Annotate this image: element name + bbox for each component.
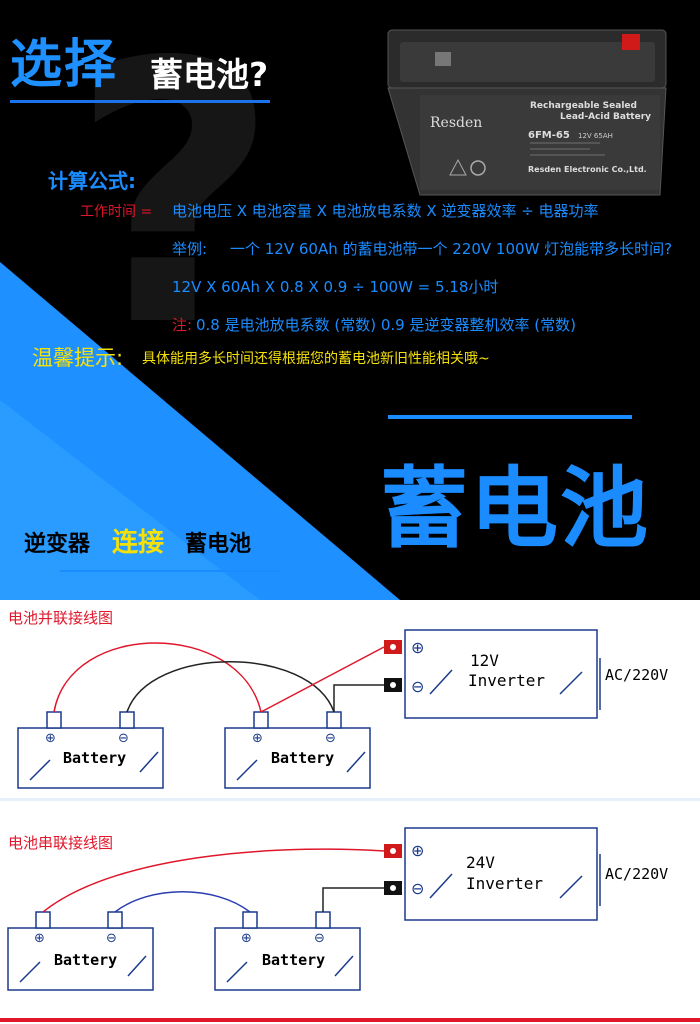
parallel-inverter-plus-icon: ⊕ <box>411 638 424 657</box>
battery-company: Resden Electronic Co.,Ltd. <box>528 165 647 174</box>
work-time-label: 工作时间 = <box>80 204 153 220</box>
series-diagram: ⊕ ⊖ 24V Inverter AC/220V ⊕ ⊖ Battery ⊕ ⊖… <box>7 827 668 991</box>
connect-battery-text: 蓄电池 <box>185 532 252 557</box>
formula-heading: 计算公式: <box>48 169 136 193</box>
battery-brand: Resden <box>430 115 482 131</box>
parallel-battery-right-label: Battery <box>271 749 334 767</box>
parallel-diagram-title: 电池并联接线图 <box>8 609 114 627</box>
svg-text:⊖: ⊖ <box>314 931 325 946</box>
series-battery-left-label: Battery <box>54 951 117 969</box>
svg-text:⊖: ⊖ <box>118 731 129 746</box>
recycle-icon <box>470 160 486 176</box>
svg-text:?: ? <box>70 0 279 405</box>
series-blue-wire <box>114 891 251 913</box>
parallel-black-wire-loop <box>126 661 335 713</box>
series-black-wire <box>322 887 384 912</box>
series-inverter-plus-icon: ⊕ <box>411 841 424 860</box>
svg-text:⊕: ⊕ <box>252 731 263 746</box>
parallel-diagram: ⊕ ⊖ 12V Inverter AC/220V ⊕ ⊖ Battery ⊕ ⊖… <box>17 629 668 789</box>
diagram-divider <box>0 798 700 801</box>
example-text: 一个 12V 60Ah 的蓄电池带一个 220V 100W 灯泡能带多长时间? <box>230 240 673 258</box>
series-diagram-title: 电池串联接线图 <box>8 834 114 852</box>
banner-graphics: ? Resden Rechargeable Sealed Lead-Acid B… <box>0 0 667 600</box>
svg-text:⊕: ⊕ <box>45 731 56 746</box>
formula-expression: 电池电压 X 电池容量 X 电池放电系数 X 逆变器效率 ÷ 电器功率 <box>172 202 599 220</box>
battery-photo: Resden Rechargeable Sealed Lead-Acid Bat… <box>387 29 667 196</box>
title-underline <box>10 100 270 103</box>
example-label: 举例: <box>172 240 208 258</box>
note-text: 0.8 是电池放电系数 (常数) 0.9 是逆变器整机效率 (常数) <box>196 316 576 334</box>
svg-text:⊕: ⊕ <box>241 931 252 946</box>
connect-underline <box>60 570 280 572</box>
series-inverter-minus-icon: ⊖ <box>411 879 424 898</box>
svg-text:⊖: ⊖ <box>325 731 336 746</box>
parallel-battery-left-label: Battery <box>63 749 126 767</box>
parallel-inverter-label: Inverter <box>468 671 545 690</box>
series-inverter-label: Inverter <box>466 874 543 893</box>
parallel-inverter-box <box>404 629 598 719</box>
battery-type-2: Lead-Acid Battery <box>560 112 651 122</box>
battery-spec: 12V 65AH <box>578 132 613 140</box>
parallel-output-label: AC/220V <box>605 666 668 684</box>
series-battery-right <box>214 927 361 991</box>
battery-type-1: Rechargeable Sealed <box>530 101 637 111</box>
parallel-black-wire-to-inverter <box>333 684 384 712</box>
parallel-inverter-voltage: 12V <box>470 651 499 670</box>
title-rest: 蓄电池? <box>150 55 269 94</box>
top-banner: ? Resden Rechargeable Sealed Lead-Acid B… <box>0 0 700 600</box>
tip-label: 温馨提示: <box>32 346 124 370</box>
question-mark-graphic: ? <box>70 0 279 405</box>
calculation-text: 12V X 60Ah X 0.8 X 0.9 ÷ 100W = 5.18小时 <box>172 278 499 296</box>
tip-text: 具体能用多长时间还得根据您的蓄电池新旧性能相关哦~ <box>142 351 490 367</box>
parallel-red-wire-to-inverter <box>260 646 385 713</box>
series-inverter-voltage: 24V <box>466 853 495 872</box>
parallel-battery-right <box>224 727 371 789</box>
parallel-battery-left <box>17 727 164 789</box>
blue-band-lower <box>0 400 260 600</box>
wiring-diagrams: ⊕ ⊖ 12V Inverter AC/220V ⊕ ⊖ Battery ⊕ ⊖… <box>0 629 700 1022</box>
parallel-inverter-minus-icon: ⊖ <box>411 677 424 696</box>
parallel-red-wire-loop <box>53 642 262 713</box>
note-label: 注: <box>172 316 193 334</box>
title-highlight: 选择 <box>10 35 119 95</box>
series-red-wire <box>42 848 385 913</box>
big-title-rule <box>388 415 632 419</box>
big-title: 蓄电池 <box>380 457 651 560</box>
series-output-label: AC/220V <box>605 865 668 883</box>
bottom-red-line <box>0 1018 700 1022</box>
connect-highlight-text: 连接 <box>112 528 165 558</box>
svg-text:⊖: ⊖ <box>106 931 117 946</box>
connect-inverter-text: 逆变器 <box>24 532 91 557</box>
series-battery-right-label: Battery <box>262 951 325 969</box>
svg-text:⊕: ⊕ <box>34 931 45 946</box>
battery-model: 6FM-65 <box>528 130 570 141</box>
series-inverter-box <box>404 827 598 921</box>
series-battery-left <box>7 927 154 991</box>
